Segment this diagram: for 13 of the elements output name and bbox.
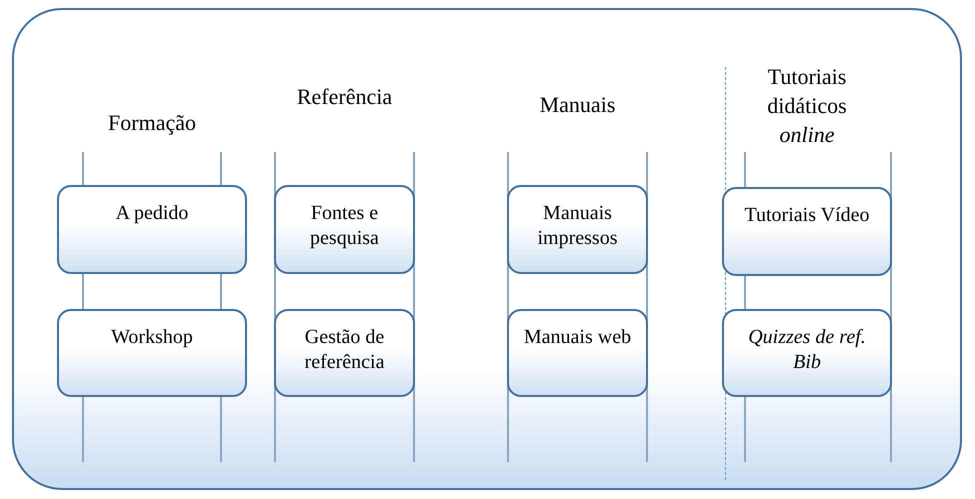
outer-panel [12,8,962,490]
item-box: Workshop [57,309,247,397]
item-box: Fontes e pesquisa [274,185,415,274]
item-box: Manuais impressos [507,185,648,274]
item-box: Gestão de referência [274,309,415,397]
item-box: Quizzes de ref. Bib [722,309,892,397]
item-box: A pedido [57,185,247,274]
column-heading: Formação [107,109,197,137]
column-heading: Tutoriais didáticos online [766,63,848,149]
column-heading: Manuais [538,91,616,119]
item-box: Manuais web [507,309,648,397]
item-box: Tutoriais Vídeo [722,187,892,276]
column-heading: Referência [296,83,394,111]
